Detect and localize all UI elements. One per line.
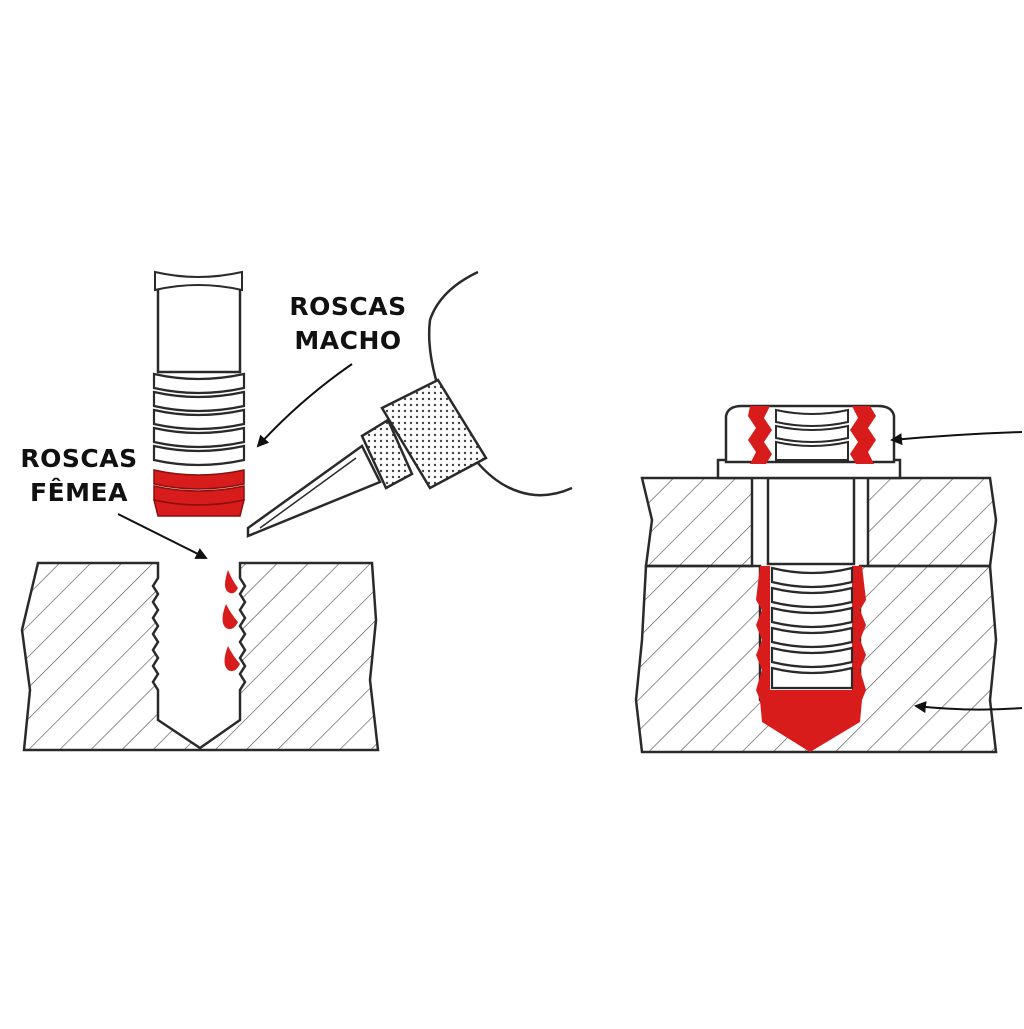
label-roscas-femea: ROSCAS FÊMEA	[14, 442, 144, 510]
bolt-thread-lower	[770, 566, 854, 690]
pointer-arrow-icon	[117, 363, 1023, 714]
arrow-female	[117, 513, 208, 559]
adhesive-drops	[222, 570, 240, 672]
label-roscas-macho: ROSCAS MACHO	[278, 290, 418, 358]
arrow-nut	[890, 431, 1023, 446]
adhesive-applicator-icon	[246, 270, 573, 538]
label-female-line-2: FÊMEA	[30, 478, 128, 507]
nut	[724, 404, 896, 464]
arrow-male	[256, 363, 353, 448]
label-male-line-2: MACHO	[294, 326, 402, 355]
label-female-line-1: ROSCAS	[20, 444, 138, 473]
bottom-hole-adhesive	[756, 566, 866, 752]
female-thread-block	[20, 561, 380, 752]
male-bolt	[152, 270, 246, 517]
arrow-base	[914, 701, 1023, 714]
male-thread-adhesive	[152, 469, 246, 517]
bolt-shank	[766, 476, 856, 566]
label-male-line-1: ROSCAS	[289, 292, 407, 321]
